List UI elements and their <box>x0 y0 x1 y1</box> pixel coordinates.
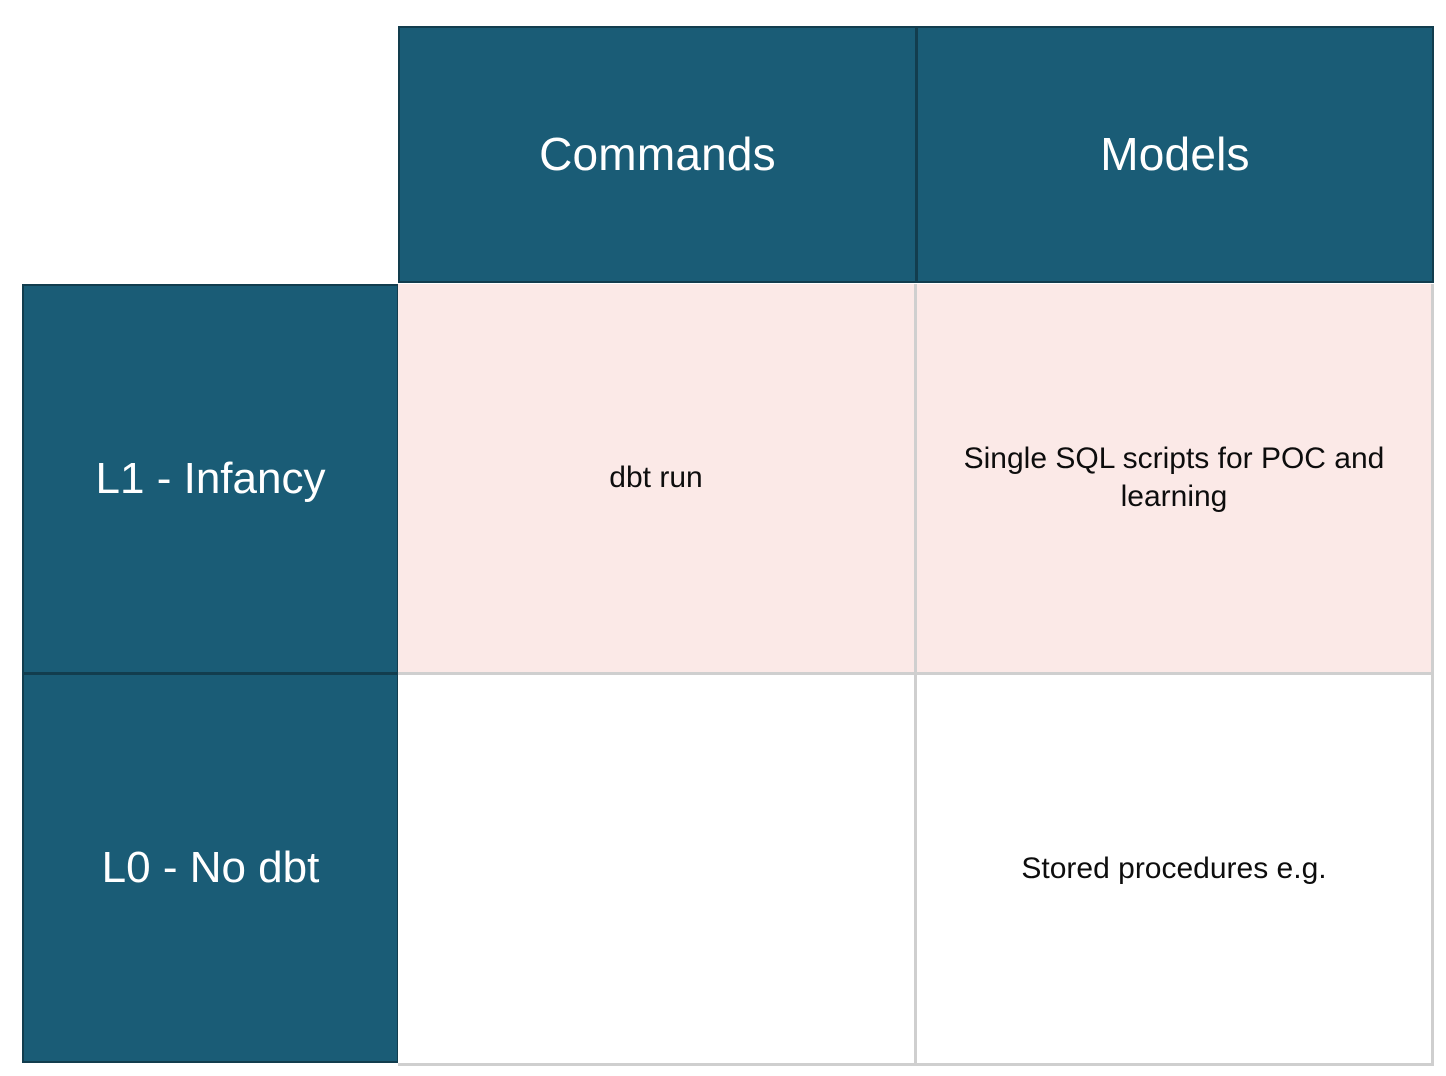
row-header-l0: L0 - No dbt <box>22 673 399 1063</box>
cell-l1-commands-text: dbt run <box>609 460 703 494</box>
column-header-commands: Commands <box>398 26 917 283</box>
corner-spacer <box>0 0 398 284</box>
cell-l0-commands <box>398 675 917 1066</box>
cell-l1-commands: dbt run <box>398 284 917 675</box>
cell-l0-models: Stored procedures e.g. <box>917 675 1434 1066</box>
row-header-l1: L1 - Infancy <box>22 284 399 674</box>
row-header-l1-label: L1 - Infancy <box>95 453 326 503</box>
cell-l0-models-text: Stored procedures e.g. <box>1021 851 1327 885</box>
cell-l1-models: Single SQL scripts for POC and learning <box>917 284 1434 675</box>
column-header-models-label: Models <box>1100 128 1250 181</box>
cell-l1-models-text: Single SQL scripts for POC and learning <box>963 441 1385 513</box>
column-header-models: Models <box>916 26 1434 283</box>
row-header-l0-label: L0 - No dbt <box>101 842 320 892</box>
column-header-commands-label: Commands <box>539 128 776 181</box>
